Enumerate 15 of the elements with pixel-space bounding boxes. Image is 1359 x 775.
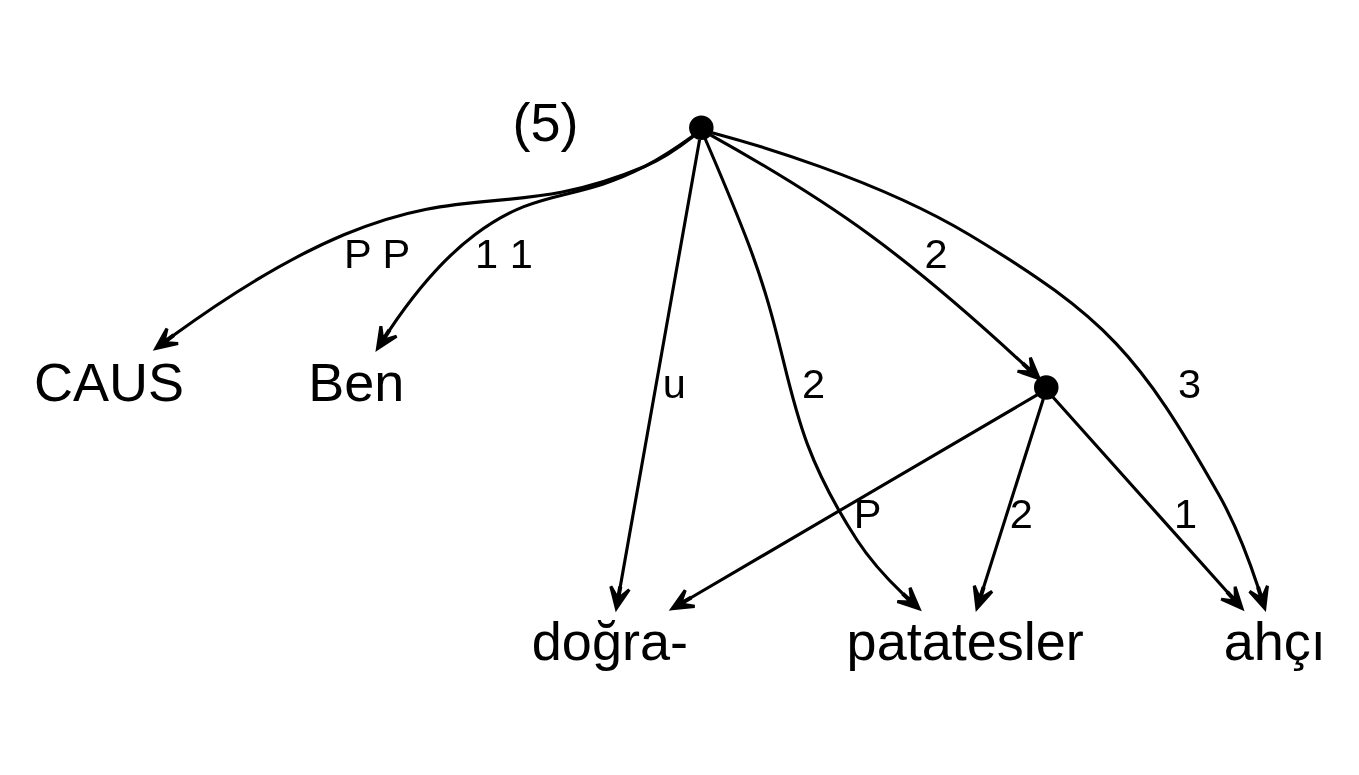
node-text: ahçı [1223,611,1326,672]
edge-label: 2 [924,230,948,278]
edge-label: 2 [801,359,826,407]
edge-label: 2 [1009,489,1033,537]
node-text: doğra- [531,611,688,672]
edge-label: P P [344,230,411,278]
edge-label: u [662,359,686,407]
edge-label: 1 [1173,489,1198,537]
node-text: CAUS [34,351,185,412]
node-text: patatesler [846,611,1084,672]
edge-label: 1 1 [475,230,533,278]
edge-label: P [853,489,882,537]
label: (5) [512,91,579,152]
node-text: Ben [308,351,405,412]
edge-label: 3 [1178,359,1202,407]
